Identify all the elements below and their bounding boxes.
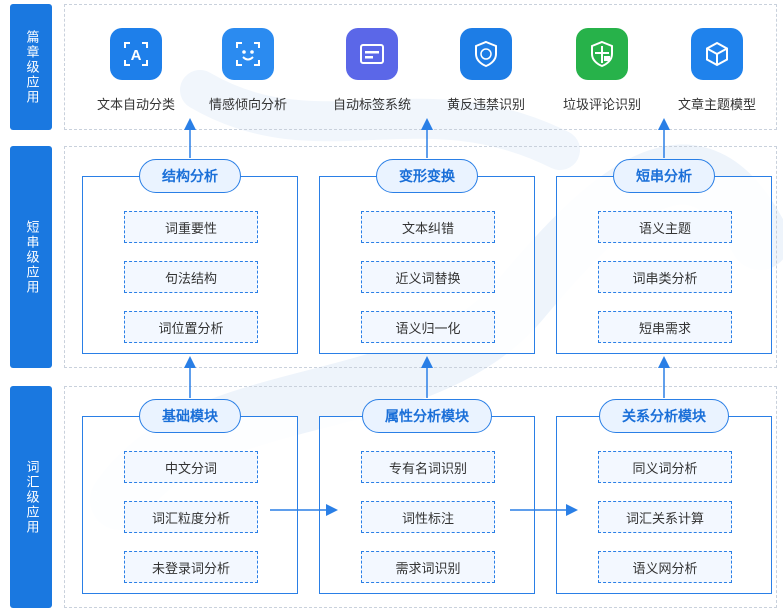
module-title[interactable]: 变形变换 <box>376 159 478 193</box>
shield-badge-icon <box>460 28 512 80</box>
sub-item[interactable]: 词汇关系计算 <box>598 501 732 533</box>
app-spam[interactable]: 垃圾评论识别 <box>542 28 662 113</box>
app-label: 文本自动分类 <box>96 98 175 113</box>
app-tag-system[interactable]: 自动标签系统 <box>312 28 432 113</box>
sub-item[interactable]: 词汇粒度分析 <box>124 501 258 533</box>
module-structure-analysis: 结构分析 词重要性 句法结构 词位置分析 <box>82 159 298 354</box>
module-attribute-analysis: 属性分析模块 专有名词识别 词性标注 需求词识别 <box>319 399 535 594</box>
module-title[interactable]: 关系分析模块 <box>599 399 729 433</box>
app-label: 文章主题模型 <box>677 98 756 113</box>
module-transform: 变形变换 文本纠错 近义词替换 语义归一化 <box>319 159 535 354</box>
module-basic: 基础模块 中文分词 词汇粒度分析 未登录词分析 <box>82 399 298 594</box>
lexical-row-frame <box>64 386 777 608</box>
app-label: 自动标签系统 <box>332 98 411 113</box>
module-title[interactable]: 结构分析 <box>139 159 241 193</box>
module-title[interactable]: 基础模块 <box>139 399 241 433</box>
sub-item[interactable]: 短串需求 <box>598 311 732 343</box>
tag-system-icon <box>346 28 398 80</box>
sub-item[interactable]: 未登录词分析 <box>124 551 258 583</box>
spam-shield-icon <box>576 28 628 80</box>
sub-item[interactable]: 语义归一化 <box>361 311 495 343</box>
sub-item[interactable]: 句法结构 <box>124 261 258 293</box>
sub-item[interactable]: 词性标注 <box>361 501 495 533</box>
emotion-face-icon <box>222 28 274 80</box>
article-row-frame <box>64 4 777 130</box>
module-relation-analysis: 关系分析模块 同义词分析 词汇关系计算 语义网分析 <box>556 399 772 594</box>
sub-item[interactable]: 同义词分析 <box>598 451 732 483</box>
short-row-frame <box>64 146 777 368</box>
app-label: 黄反违禁识别 <box>446 98 525 113</box>
app-text-classify[interactable]: A 文本自动分类 <box>76 28 196 113</box>
svg-text:A: A <box>131 47 142 64</box>
cube-icon <box>691 28 743 80</box>
app-label: 情感倾向分析 <box>208 98 287 113</box>
sub-item[interactable]: 近义词替换 <box>361 261 495 293</box>
sub-item[interactable]: 词重要性 <box>124 211 258 243</box>
sub-item[interactable]: 词串类分析 <box>598 261 732 293</box>
module-short-analysis: 短串分析 语义主题 词串类分析 短串需求 <box>556 159 772 354</box>
app-label: 垃圾评论识别 <box>562 98 641 113</box>
app-emotion[interactable]: 情感倾向分析 <box>188 28 308 113</box>
sub-item[interactable]: 文本纠错 <box>361 211 495 243</box>
app-topic-model[interactable]: 文章主题模型 <box>657 28 777 113</box>
sub-item[interactable]: 词位置分析 <box>124 311 258 343</box>
module-title[interactable]: 属性分析模块 <box>362 399 492 433</box>
level-label-short: 短串级应用 <box>10 146 52 368</box>
app-shield-badge[interactable]: 黄反违禁识别 <box>426 28 546 113</box>
sub-item[interactable]: 语义网分析 <box>598 551 732 583</box>
level-label-article: 篇章级应用 <box>10 4 52 130</box>
sub-item[interactable]: 语义主题 <box>598 211 732 243</box>
text-classify-icon: A <box>110 28 162 80</box>
sub-item[interactable]: 专有名词识别 <box>361 451 495 483</box>
sub-item[interactable]: 中文分词 <box>124 451 258 483</box>
level-label-lexical: 词汇级应用 <box>10 386 52 608</box>
sub-item[interactable]: 需求词识别 <box>361 551 495 583</box>
module-title[interactable]: 短串分析 <box>613 159 715 193</box>
